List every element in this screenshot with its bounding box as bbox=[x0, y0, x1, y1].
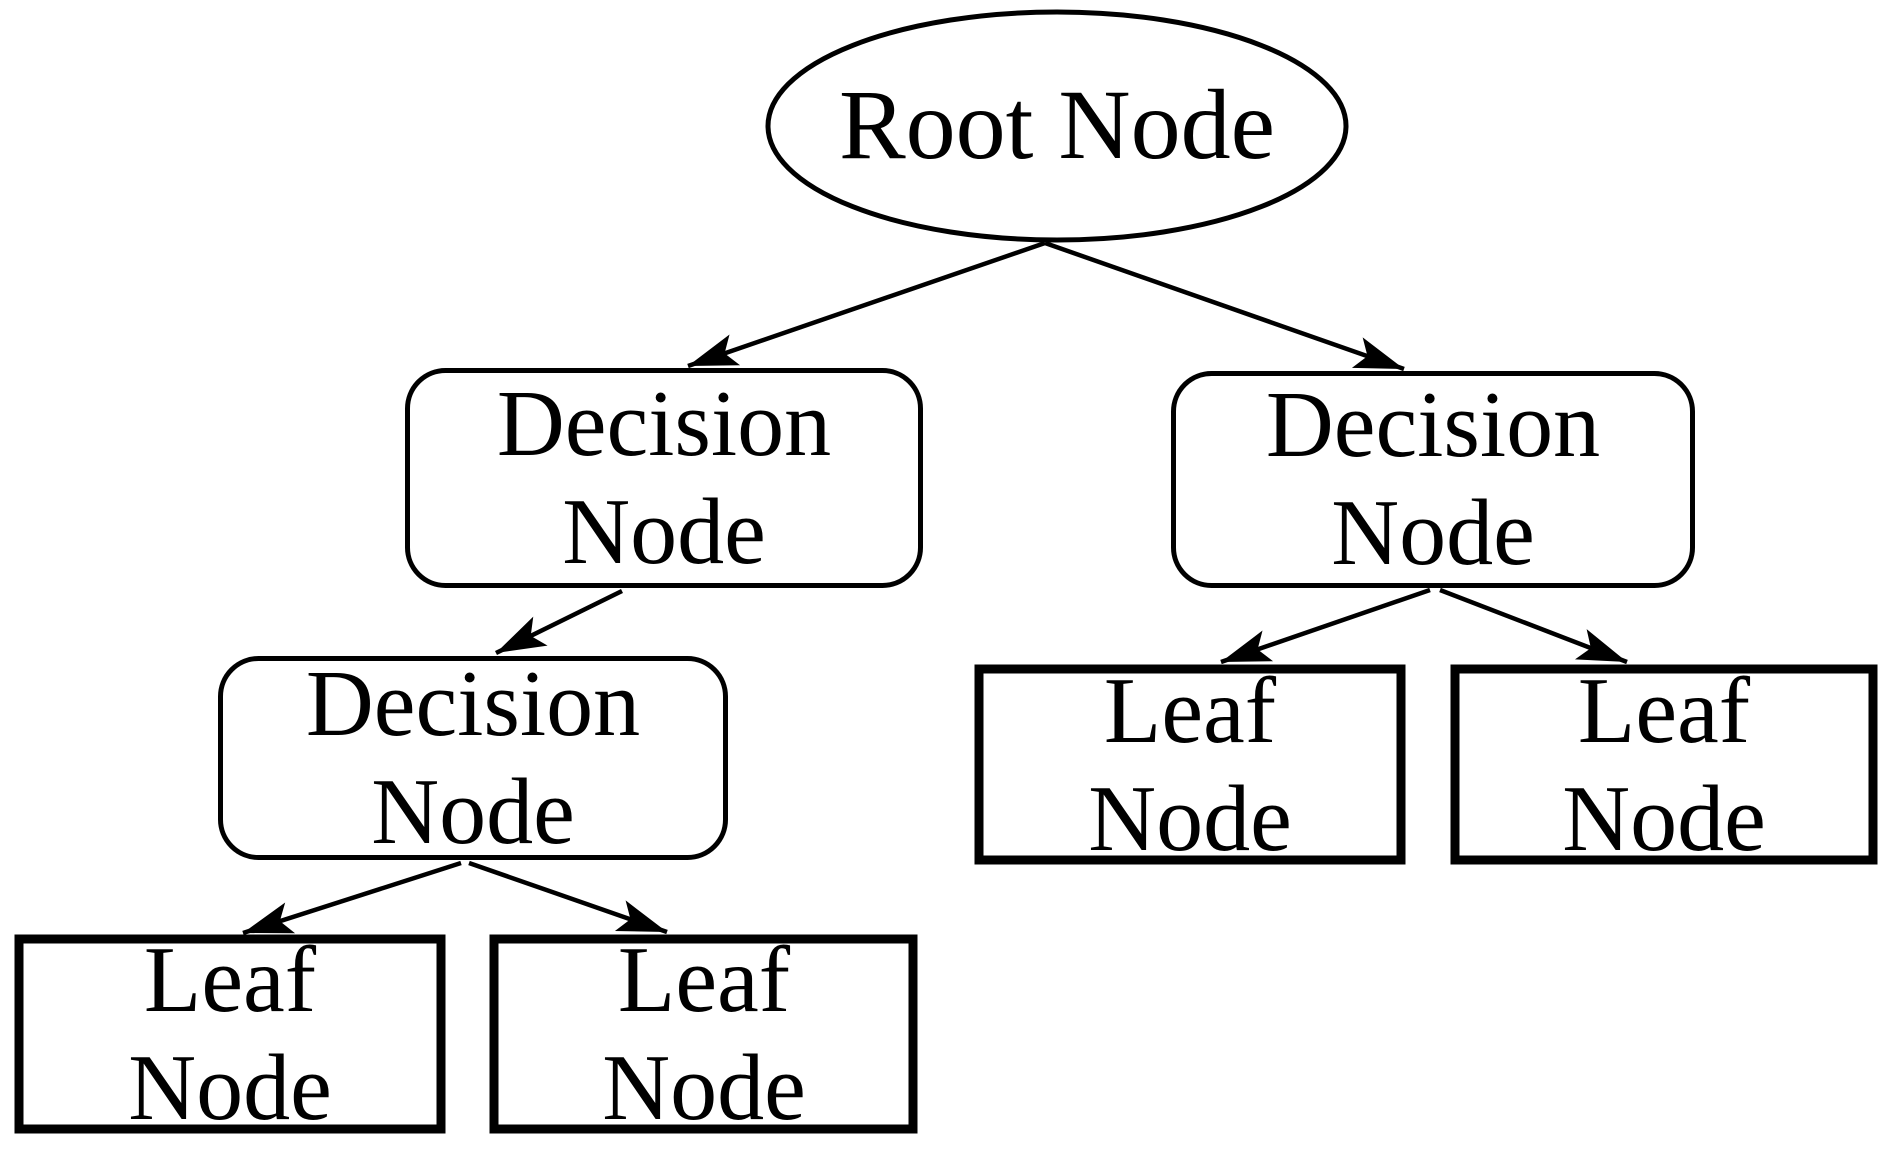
decision-node-left-box bbox=[405, 368, 923, 588]
decision-node-right-box bbox=[1171, 371, 1695, 588]
root-node-label: Root Node bbox=[839, 69, 1275, 180]
decision-node-left: Decision Node bbox=[405, 368, 923, 588]
leaf-node-left-1: Leaf Node bbox=[14, 928, 446, 1140]
decision-node-right-label-line1: Decision bbox=[1266, 373, 1600, 477]
decision-node-left-child-box bbox=[218, 656, 728, 860]
decision-node-left-label-line1: Decision bbox=[497, 372, 831, 476]
edge-decision-left-to-decision-left-child bbox=[495, 588, 623, 656]
leaf-node-right-1-label-line2: Node bbox=[1088, 767, 1292, 871]
leaf-node-left-1-box bbox=[14, 934, 446, 1134]
leaf-node-right-2-label-line2: Node bbox=[1562, 767, 1766, 871]
edge-decision-right-to-leaf-right-2 bbox=[1439, 587, 1628, 665]
decision-node-right: Decision Node bbox=[1171, 371, 1695, 588]
edge-decision-left-child-to-leaf-left-2 bbox=[468, 860, 668, 935]
root-node: Root Node bbox=[765, 9, 1349, 243]
leaf-node-right-2-box bbox=[1450, 664, 1878, 865]
leaf-node-right-1-box bbox=[974, 664, 1406, 865]
root-node-ellipse bbox=[765, 9, 1349, 243]
leaf-node-right-2: Leaf Node bbox=[1450, 659, 1878, 871]
edges bbox=[242, 240, 1628, 936]
decision-node-right-label-line2: Node bbox=[1331, 481, 1535, 585]
leaf-node-right-2-label-line1: Leaf bbox=[1578, 659, 1751, 763]
edge-root-to-decision-right bbox=[1044, 240, 1405, 372]
leaf-node-left-2-label-line1: Leaf bbox=[618, 928, 791, 1032]
edge-root-to-decision-left bbox=[687, 240, 1046, 369]
leaf-node-left-2-label-line2: Node bbox=[602, 1036, 806, 1140]
leaf-node-right-1-label-line1: Leaf bbox=[1104, 659, 1277, 763]
edge-decision-left-child-to-leaf-left-1 bbox=[242, 860, 462, 936]
leaf-node-left-2-box bbox=[489, 934, 918, 1134]
leaf-node-left-2: Leaf Node bbox=[489, 928, 918, 1140]
decision-node-left-child-label-line1: Decision bbox=[306, 652, 640, 756]
decision-node-left-child-label-line2: Node bbox=[371, 760, 575, 864]
leaf-node-right-1: Leaf Node bbox=[974, 659, 1406, 871]
edge-decision-right-to-leaf-right-1 bbox=[1220, 587, 1431, 665]
leaf-node-left-1-label-line1: Leaf bbox=[144, 928, 317, 1032]
leaf-node-left-1-label-line2: Node bbox=[128, 1036, 332, 1140]
decision-node-left-child: Decision Node bbox=[218, 652, 728, 864]
decision-node-left-label-line2: Node bbox=[562, 480, 766, 584]
